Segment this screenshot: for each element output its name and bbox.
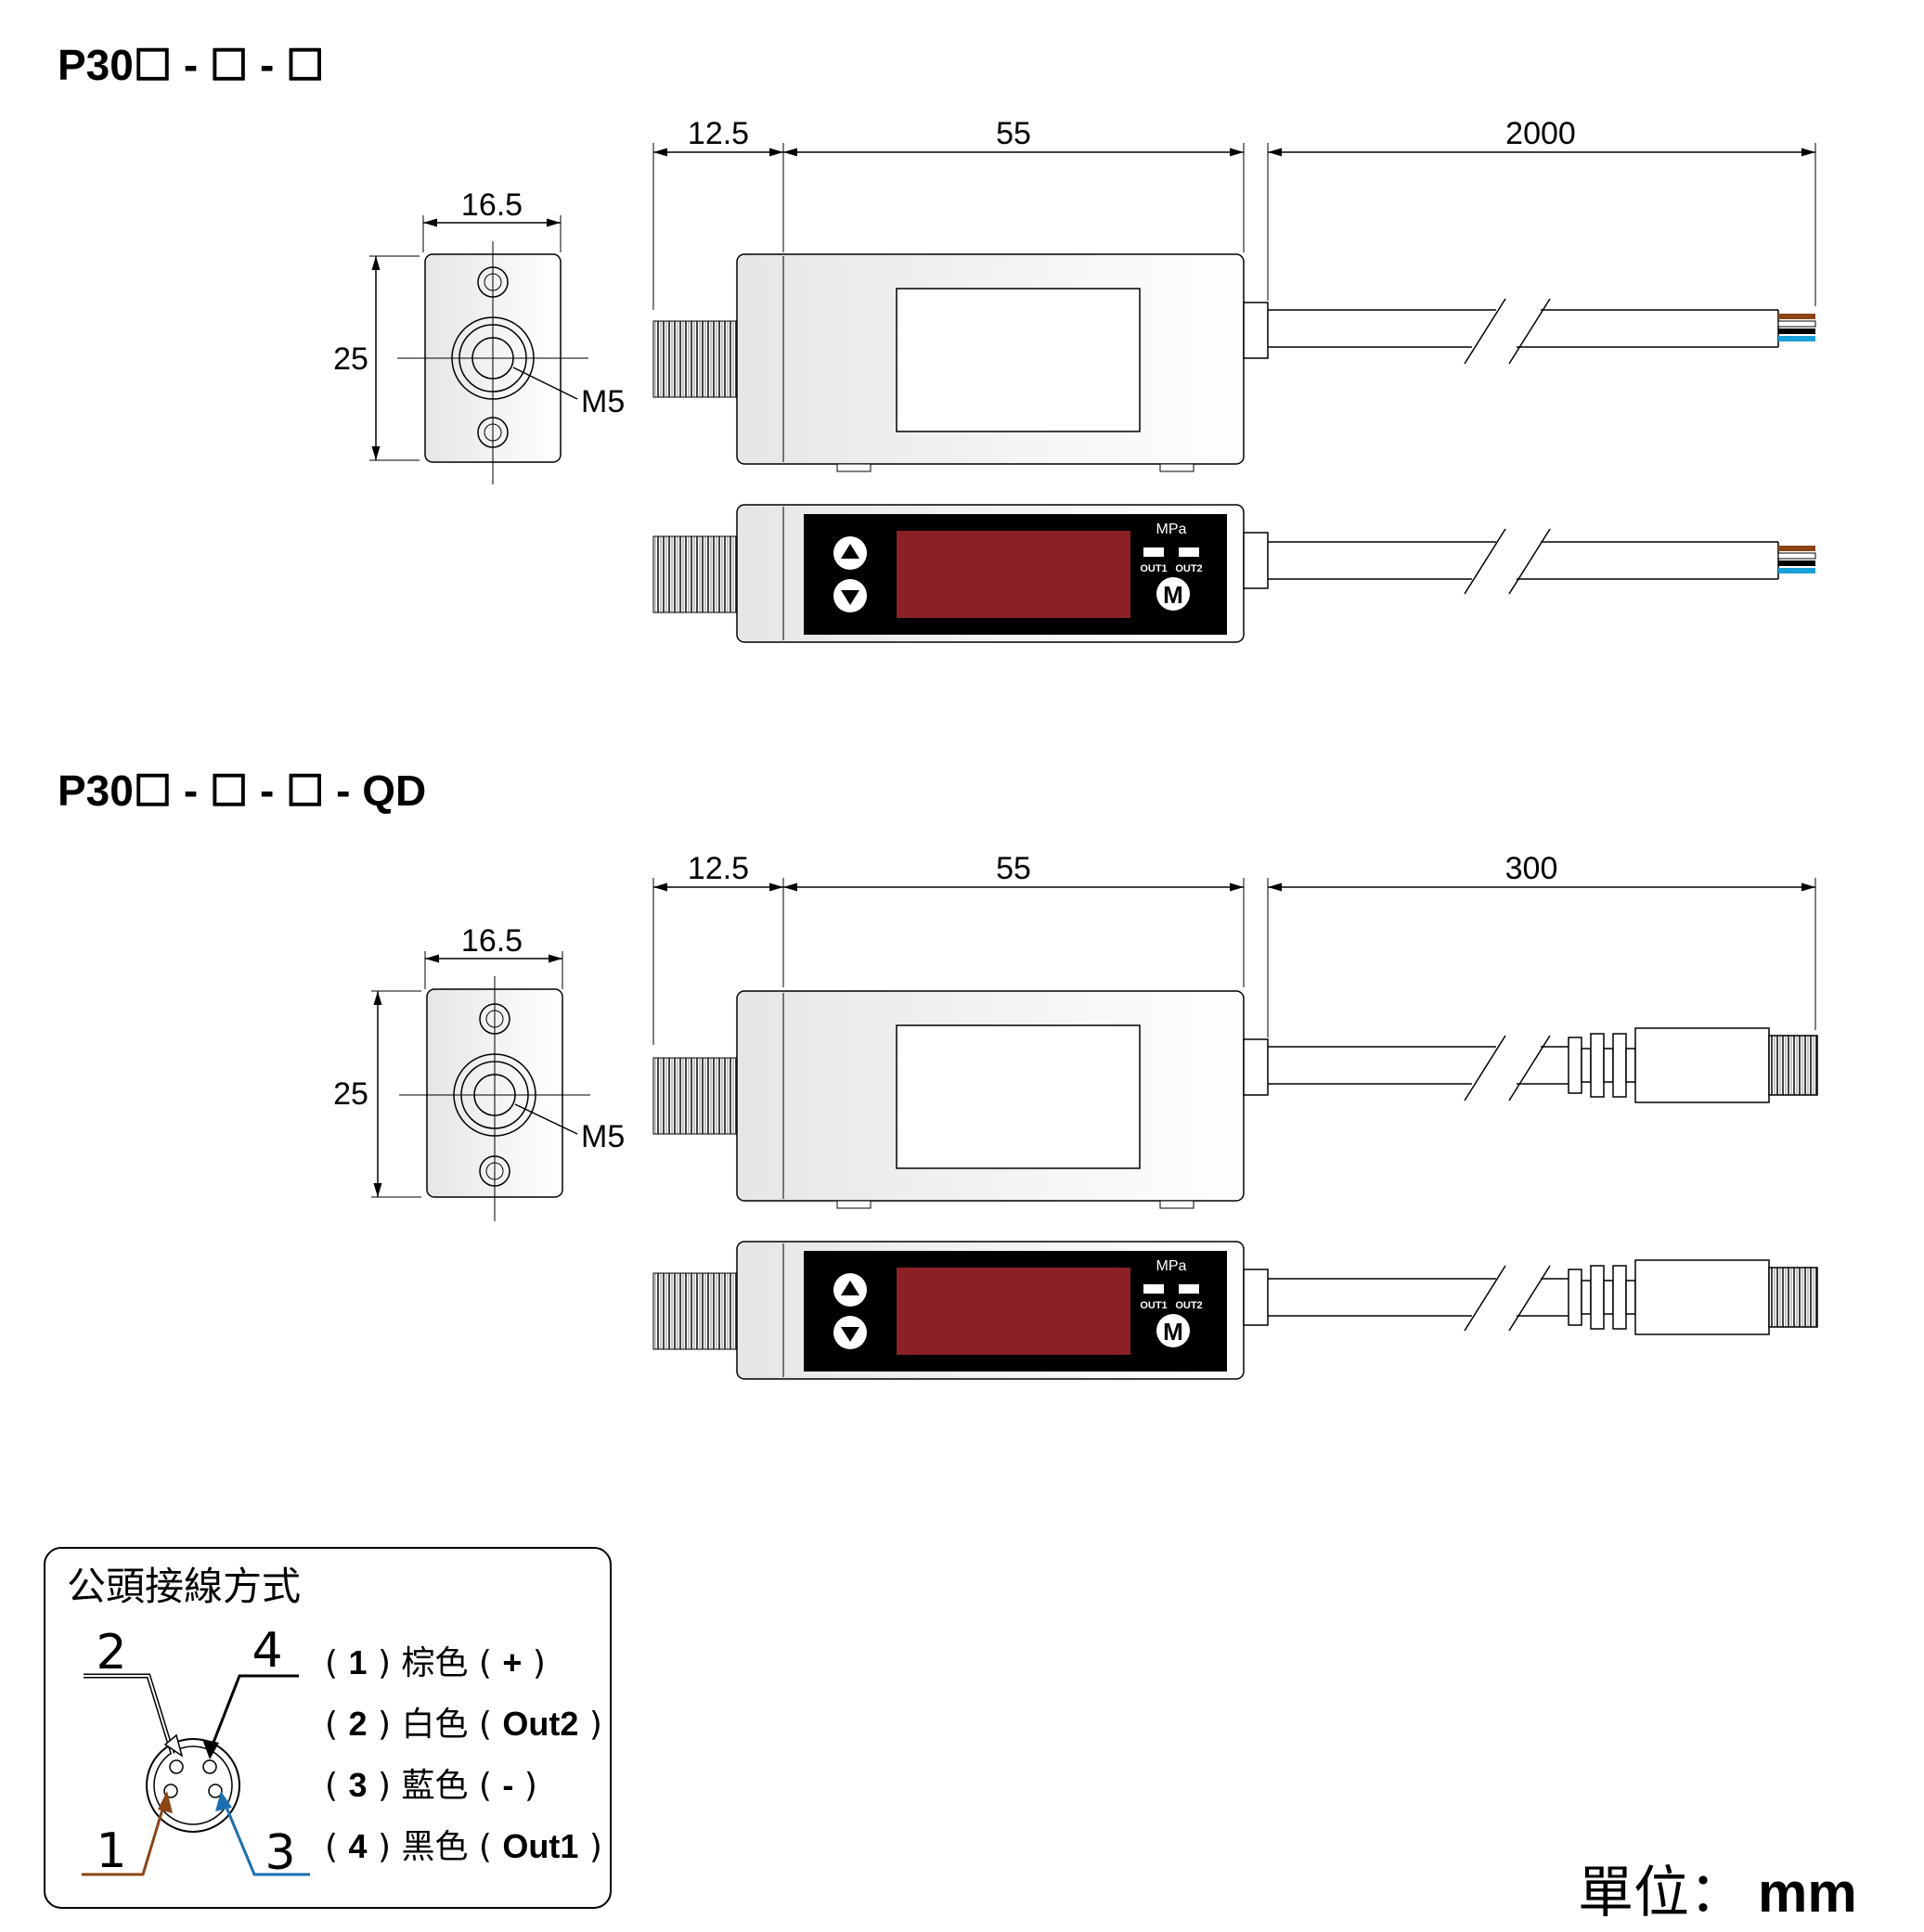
mode-button[interactable] bbox=[1156, 1314, 1190, 1347]
out1-label: OUT1 bbox=[1140, 563, 1167, 574]
svg-text:單位：mm: 單位：mm bbox=[1578, 1861, 1857, 1926]
up-arrow-icon bbox=[841, 544, 859, 559]
section-1: P30☐ - ☐ - ☐ 16.5 25 M5 bbox=[58, 41, 1816, 643]
mode-button[interactable] bbox=[1156, 577, 1190, 611]
wire-line-1: ( 1 ) 棕色 ( + ) bbox=[325, 1643, 546, 1682]
qd-connector bbox=[1568, 1259, 1818, 1335]
section-2-title: P30☐ - ☐ - ☐ - QD bbox=[58, 766, 426, 815]
wiring-title: 公頭接線方式 bbox=[67, 1564, 301, 1609]
pin-2-label: 2 bbox=[96, 1625, 126, 1681]
dim-cable: 2000 bbox=[1505, 116, 1576, 151]
pin-3-label: 3 bbox=[265, 1825, 295, 1881]
out2-led bbox=[1179, 547, 1199, 557]
lcd-display bbox=[897, 531, 1130, 618]
out2-label: OUT2 bbox=[1175, 563, 1202, 574]
out1-label: OUT1 bbox=[1140, 1300, 1167, 1311]
svg-text:( 4 ) 黑色 ( Out1 ): ( 4 ) 黑色 ( Out1 ) bbox=[325, 1827, 602, 1866]
dim-body: 55 bbox=[996, 116, 1031, 151]
down-arrow-icon bbox=[841, 590, 859, 605]
panel-view-2: MPa OUT1 OUT2 M bbox=[652, 1241, 1818, 1380]
end-view-2: 16.5 25 M5 bbox=[333, 923, 625, 1221]
dim-width: 16.5 bbox=[461, 187, 523, 223]
dim-height: 25 bbox=[333, 341, 368, 377]
section-1-title: P30☐ - ☐ - ☐ bbox=[58, 41, 324, 89]
dim-height: 25 bbox=[333, 1076, 368, 1112]
wiring-legend: 公頭接線方式 2 4 1 3 ( 1 ) 棕色 ( + ) ( 2 ) bbox=[44, 1547, 612, 1909]
wire-line-3: ( 3 ) 藍色 ( - ) bbox=[325, 1766, 537, 1805]
thread-label: M5 bbox=[581, 384, 625, 419]
end-view-1: 16.5 25 M5 bbox=[333, 187, 625, 484]
mode-button-label: M bbox=[1163, 581, 1183, 609]
down-arrow-icon bbox=[841, 1327, 859, 1342]
svg-text:( 3 ) 藍色 ( - ): ( 3 ) 藍色 ( - ) bbox=[325, 1766, 537, 1805]
mode-button-label: M bbox=[1163, 1318, 1183, 1346]
wire-line-2: ( 2 ) 白色 ( Out2 ) bbox=[325, 1705, 602, 1744]
unit-label: MPa bbox=[1156, 522, 1187, 537]
dim-thread: 12.5 bbox=[688, 116, 749, 151]
units-value: mm bbox=[1758, 1861, 1857, 1924]
dim-thread: 12.5 bbox=[688, 851, 749, 886]
dim-width: 16.5 bbox=[461, 923, 523, 959]
dim-cable: 300 bbox=[1505, 851, 1558, 886]
svg-text:( 2 ) 白色 ( Out2 ): ( 2 ) 白色 ( Out2 ) bbox=[325, 1705, 602, 1744]
thread-label: M5 bbox=[581, 1119, 625, 1154]
lcd-display bbox=[897, 1268, 1130, 1355]
qd-connector bbox=[1568, 1027, 1818, 1103]
dim-body: 55 bbox=[996, 851, 1031, 886]
wire-line-4: ( 4 ) 黑色 ( Out1 ) bbox=[325, 1827, 602, 1866]
length-dimensions-1: 12.5 55 2000 bbox=[652, 116, 1816, 310]
side-view-2 bbox=[652, 990, 1818, 1209]
pin-1-label: 1 bbox=[96, 1823, 126, 1879]
unit-label: MPa bbox=[1156, 1258, 1187, 1274]
pin-4-label: 4 bbox=[252, 1623, 282, 1679]
units-prefix: 單位： bbox=[1578, 1861, 1745, 1926]
side-view-1 bbox=[652, 253, 1816, 472]
out2-led bbox=[1179, 1284, 1199, 1294]
out2-label: OUT2 bbox=[1175, 1300, 1202, 1311]
svg-text:( 1 ) 棕色 ( + ): ( 1 ) 棕色 ( + ) bbox=[325, 1643, 546, 1682]
panel-view-1: MPa OUT1 OUT2 M bbox=[652, 504, 1816, 643]
section-2: P30☐ - ☐ - ☐ - QD 16.5 25 M5 bbox=[58, 766, 1818, 1380]
units-label: 單位：mm bbox=[1578, 1861, 1857, 1926]
out1-led bbox=[1143, 547, 1164, 557]
up-arrow-icon bbox=[841, 1281, 859, 1295]
length-dimensions-2: 12.5 55 300 bbox=[652, 851, 1816, 1045]
out1-led bbox=[1143, 1284, 1164, 1294]
